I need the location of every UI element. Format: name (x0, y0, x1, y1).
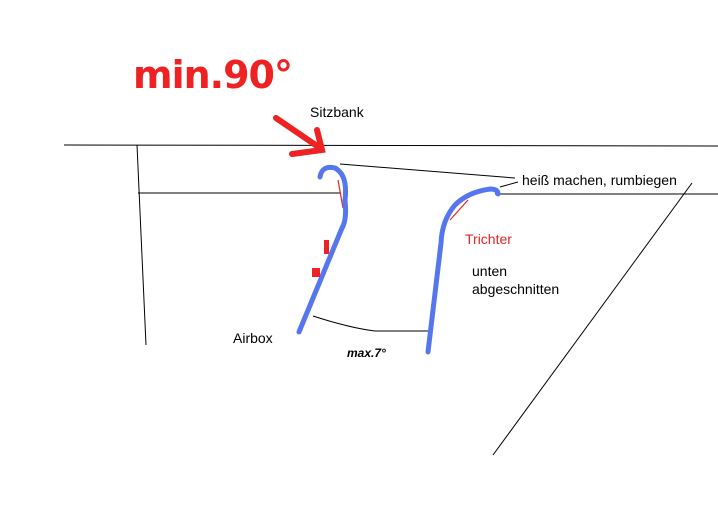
arrow-icon (273, 115, 326, 157)
max-angle-label: max.7° (347, 346, 386, 360)
vertical-line (136, 144, 147, 346)
cut-label-2: abgeschnitten (472, 281, 559, 297)
heat-pointer-2 (499, 181, 519, 188)
diagonal-line (492, 182, 693, 456)
min-angle-label: min.90° (133, 53, 292, 97)
funnel-pipe (425, 186, 501, 355)
funnel-label: Trichter (465, 231, 512, 247)
cut-label-1: unten (472, 263, 507, 279)
seat-label: Sitzbank (310, 104, 365, 120)
seat-line (63, 144, 718, 147)
airbox-label: Airbox (233, 330, 273, 346)
airbox-pipe (296, 164, 349, 335)
heat-pointer (339, 163, 516, 179)
angle-arc (312, 315, 428, 332)
red-marks (312, 240, 329, 277)
heat-note-label: heiß machen, rumbiegen (522, 172, 677, 188)
